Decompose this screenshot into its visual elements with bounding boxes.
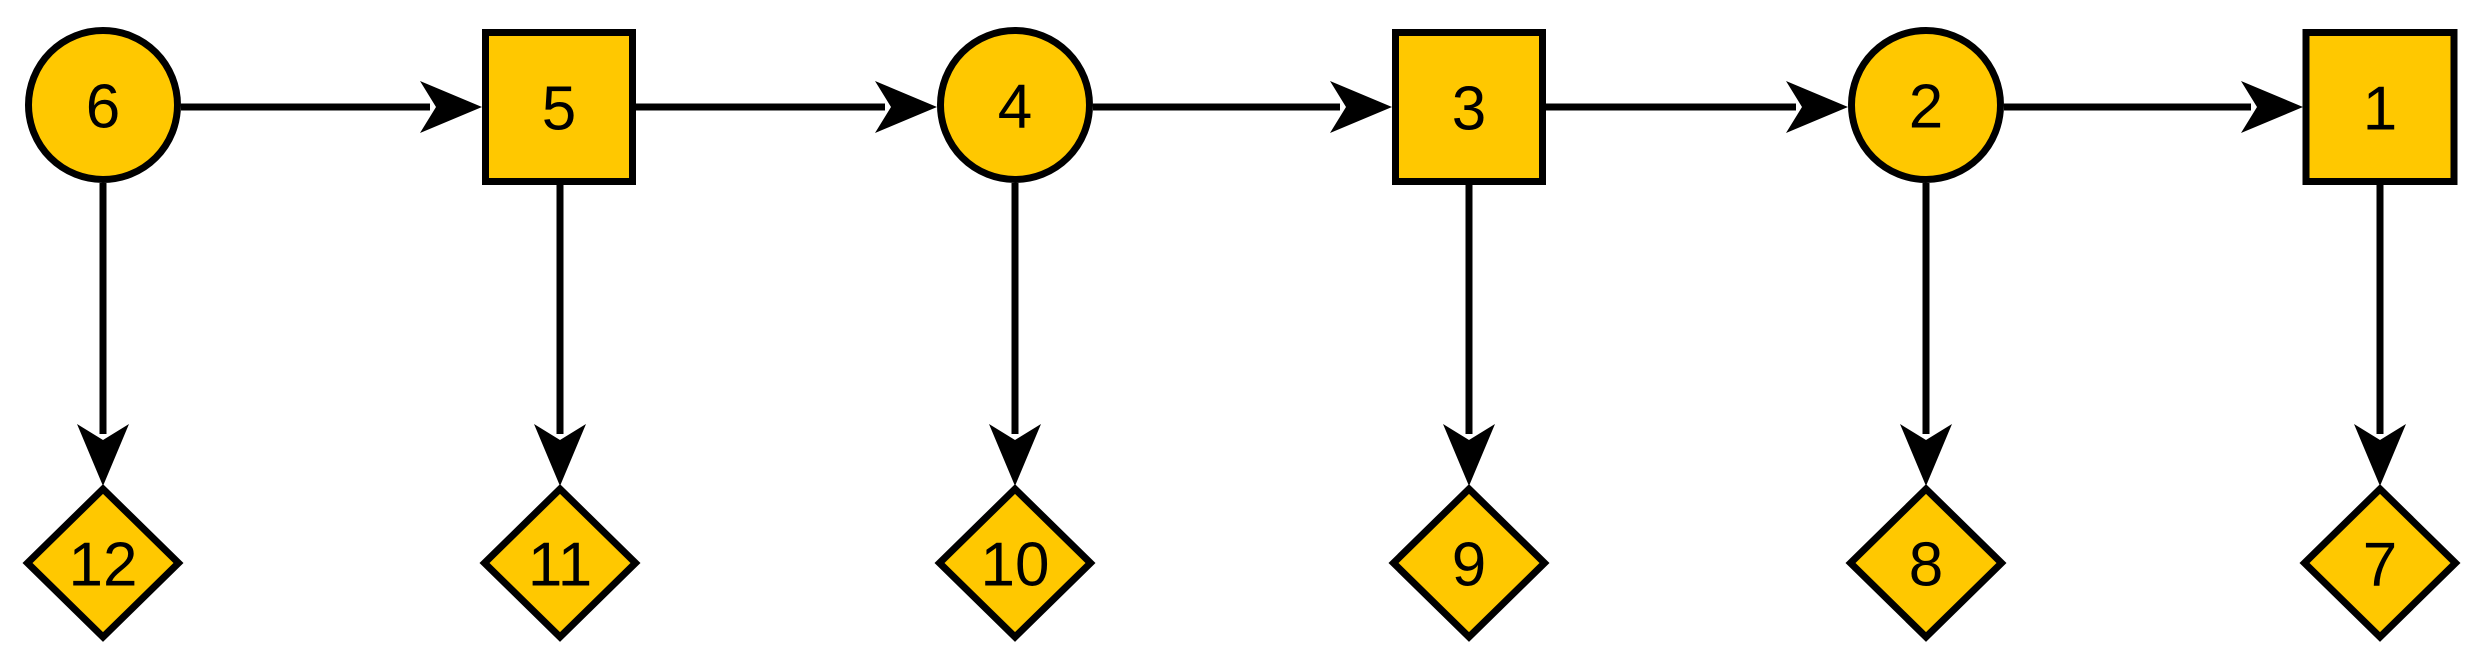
node-square-shape[interactable]	[482, 29, 636, 185]
arrowhead-icon	[420, 81, 482, 133]
arrowhead-icon	[2354, 424, 2406, 486]
node-11[interactable]: 11	[479, 484, 641, 642]
node-square-shape[interactable]	[1392, 29, 1546, 185]
arrowhead-icon	[1900, 424, 1952, 486]
edge-5-to-11	[534, 185, 586, 486]
node-10[interactable]: 10	[934, 484, 1096, 642]
node-7[interactable]: 7	[2299, 484, 2461, 642]
node-9[interactable]: 9	[1388, 484, 1550, 642]
arrowhead-icon	[1443, 424, 1495, 486]
nodes-layer: 6 5 4 3 2 1 12 11 10 9 8 7	[22, 27, 2461, 642]
node-8[interactable]: 8	[1845, 484, 2007, 642]
arrowhead-icon	[1786, 81, 1848, 133]
edge-3-to-2	[1546, 81, 1848, 133]
node-12[interactable]: 12	[22, 484, 184, 642]
node-square-shape[interactable]	[2302, 29, 2458, 185]
node-diamond-shape[interactable]	[1845, 484, 2007, 642]
edge-6-to-12	[77, 183, 129, 486]
edge-1-to-7	[2354, 185, 2406, 486]
node-diamond-shape[interactable]	[22, 484, 184, 642]
node-diamond-shape[interactable]	[1388, 484, 1550, 642]
edge-5-to-4	[636, 81, 937, 133]
edge-2-to-1	[2004, 81, 2303, 133]
edges-layer	[77, 81, 2406, 486]
node-3[interactable]: 3	[1392, 29, 1546, 185]
node-2[interactable]: 2	[1848, 27, 2004, 183]
node-diamond-shape[interactable]	[479, 484, 641, 642]
arrowhead-icon	[534, 424, 586, 486]
arrowhead-icon	[989, 424, 1041, 486]
node-diamond-shape[interactable]	[934, 484, 1096, 642]
node-circle-shape[interactable]	[25, 27, 181, 183]
arrowhead-icon	[2241, 81, 2303, 133]
edge-3-to-9	[1443, 185, 1495, 486]
node-circle-shape[interactable]	[937, 27, 1093, 183]
node-circle-shape[interactable]	[1848, 27, 2004, 183]
edge-2-to-8	[1900, 183, 1952, 486]
node-diamond-shape[interactable]	[2299, 484, 2461, 642]
edge-4-to-3	[1093, 81, 1392, 133]
edge-6-to-5	[181, 81, 482, 133]
arrowhead-icon	[77, 424, 129, 486]
arrowhead-icon	[875, 81, 937, 133]
node-4[interactable]: 4	[937, 27, 1093, 183]
arrowhead-icon	[1330, 81, 1392, 133]
node-1[interactable]: 1	[2302, 29, 2458, 185]
edge-4-to-10	[989, 183, 1041, 486]
node-5[interactable]: 5	[482, 29, 636, 185]
node-6[interactable]: 6	[25, 27, 181, 183]
